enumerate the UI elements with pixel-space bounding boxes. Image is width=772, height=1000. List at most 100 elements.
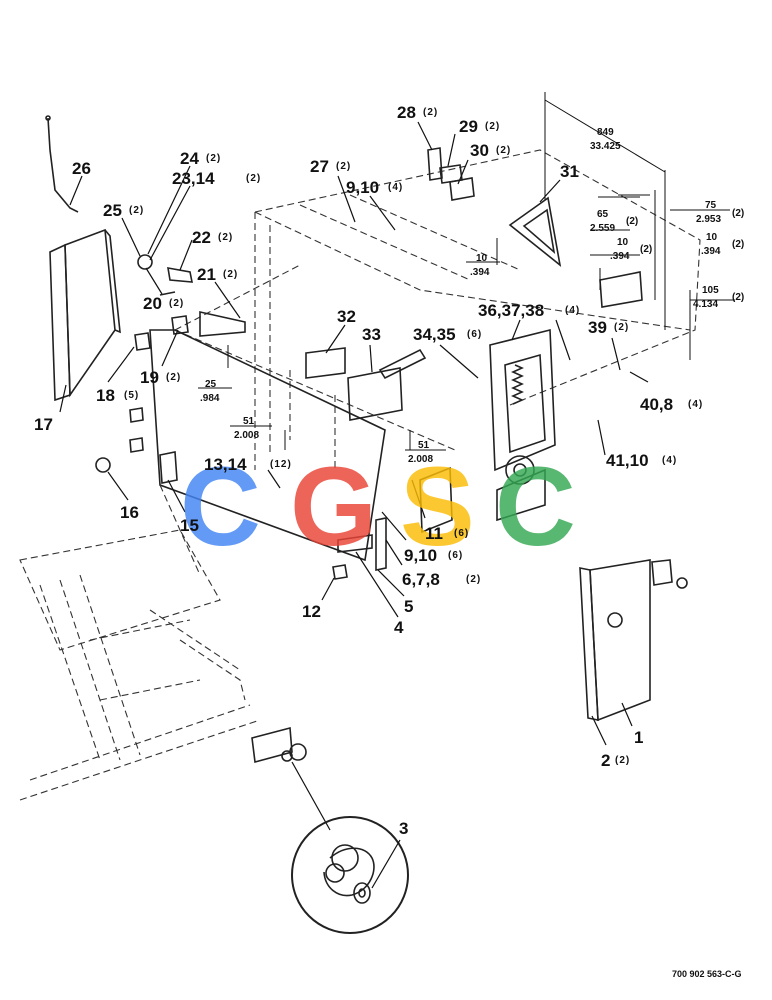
dimension-lines — [198, 92, 735, 451]
dim-10c-imperial: .394 — [470, 267, 490, 278]
watermark-letter-c2: C — [495, 444, 576, 569]
dim-849-imperial: 33.425 — [590, 141, 621, 152]
callout-40-8: 40,8 — [640, 395, 673, 414]
callout-20: 20 — [143, 294, 162, 313]
callout-32: 32 — [337, 307, 356, 326]
callout-31: 31 — [560, 162, 579, 181]
callout-36-37-38: 36,37,38 — [478, 301, 544, 320]
callout-29-qty: (2) — [485, 121, 500, 132]
callout-19-qty: (2) — [166, 372, 181, 383]
tractor-frame-linework — [19, 529, 261, 801]
callout-24: 24 — [180, 149, 199, 168]
right-side-shield — [579, 559, 688, 722]
callout-16: 16 — [120, 503, 139, 522]
dim-51a-imperial: 2.008 — [234, 430, 259, 441]
callout-24-qty: (2) — [206, 153, 221, 164]
dim-51a-metric: 51 — [243, 416, 255, 427]
leader-lines — [59, 121, 649, 889]
dim-10a-metric: 10 — [617, 237, 629, 248]
watermark-letter-s: S — [400, 444, 475, 569]
callout-25-qty: (2) — [129, 205, 144, 216]
callout-12: 12 — [302, 602, 321, 621]
callout-34-35: 34,35 — [413, 325, 456, 344]
callout-28: 28 — [397, 103, 416, 122]
callout-6-7-8-qty: (2) — [466, 574, 481, 585]
callout-27: 27 — [310, 157, 329, 176]
callout-17: 17 — [34, 415, 53, 434]
dimension-labels: 849 33.425 75 2.953 (2) 65 2.559 (2) 10 … — [200, 127, 744, 465]
callout-27-qty: (2) — [336, 161, 351, 172]
drawing-number: 700 902 563-C-G — [672, 969, 742, 979]
dim-65-qty: (2) — [626, 216, 638, 227]
dim-75-imperial: 2.953 — [696, 214, 721, 225]
dim-105-metric: 105 — [702, 285, 719, 296]
callout-4: 4 — [394, 618, 404, 637]
callout-11: 11 — [425, 524, 443, 543]
dim-75-metric: 75 — [705, 200, 717, 211]
dim-75-qty: (2) — [732, 208, 744, 219]
callout-20-qty: (2) — [169, 298, 184, 309]
main-frame-linework — [149, 149, 701, 580]
callout-6-7-8: 6,7,8 — [402, 570, 440, 589]
dim-849-metric: 849 — [597, 127, 614, 138]
callout-9-10-upper-qty: (4) — [388, 182, 403, 193]
dim-65-metric: 65 — [597, 209, 609, 220]
callout-29: 29 — [459, 117, 478, 136]
callout-19: 19 — [140, 368, 159, 387]
callout-41-10: 41,10 — [606, 451, 649, 470]
dim-51b-imperial: 2.008 — [408, 454, 433, 465]
callout-1: 1 — [634, 728, 643, 747]
callout-34-35-qty: (6) — [467, 329, 482, 340]
cable-part-26 — [45, 115, 79, 213]
watermark-letter-g: G — [290, 444, 377, 569]
callout-23-14: 23,14 — [172, 169, 215, 188]
callout-5: 5 — [404, 597, 413, 616]
callout-13-14: 13,14 — [204, 455, 247, 474]
callout-22-qty: (2) — [218, 232, 233, 243]
dim-10a-imperial: .394 — [610, 251, 630, 262]
callout-39: 39 — [588, 318, 607, 337]
callout-40-8-qty: (4) — [688, 399, 703, 410]
callout-22: 22 — [192, 228, 211, 247]
callout-13-14-qty: (12) — [270, 459, 292, 470]
watermark-letter-c1: C — [180, 444, 261, 569]
callout-3: 3 — [399, 819, 408, 838]
callout-33: 33 — [362, 325, 381, 344]
callout-2: 2 — [601, 751, 610, 770]
dim-25-imperial: .984 — [200, 393, 220, 404]
callout-30: 30 — [470, 141, 489, 160]
callout-36-37-38-qty: (4) — [565, 305, 580, 316]
dim-10b-metric: 10 — [706, 232, 718, 243]
callout-41-10-qty: (4) — [662, 455, 677, 466]
callout-15: 15 — [180, 516, 199, 535]
callout-18-qty: (5) — [124, 390, 139, 401]
callout-18: 18 — [96, 386, 115, 405]
dim-25-metric: 25 — [205, 379, 217, 390]
dim-51b-metric: 51 — [418, 440, 430, 451]
dim-105-imperial: 4.134 — [693, 299, 718, 310]
decal-parts — [427, 147, 643, 308]
hinge-parts — [137, 254, 193, 296]
watermark: C G S C — [180, 444, 576, 569]
callout-23-14-qty: (2) — [246, 173, 261, 184]
callout-26: 26 — [72, 159, 91, 178]
callouts: 26 24 (2) 23,14 (2) 25 (2) 22 (2) 20 (2)… — [34, 103, 703, 838]
callout-9-10-upper: 9,10 — [346, 178, 379, 197]
dim-10c-metric: 10 — [476, 253, 488, 264]
callout-9-10-lower-qty: (6) — [448, 550, 463, 561]
callout-21: 21 — [197, 265, 216, 284]
dim-10b-imperial: .394 — [701, 246, 721, 257]
callout-9-10-lower: 9,10 — [404, 546, 437, 565]
callout-39-qty: (2) — [614, 322, 629, 333]
gear-detail — [251, 726, 409, 934]
dim-10b-qty: (2) — [732, 239, 744, 250]
dim-10a-qty: (2) — [640, 244, 652, 255]
callout-30-qty: (2) — [496, 145, 511, 156]
callout-2-qty: (2) — [615, 755, 630, 766]
dim-105-qty: (2) — [732, 292, 744, 303]
callout-21-qty: (2) — [223, 269, 238, 280]
callout-11-qty: (6) — [454, 528, 469, 539]
callout-28-qty: (2) — [423, 107, 438, 118]
